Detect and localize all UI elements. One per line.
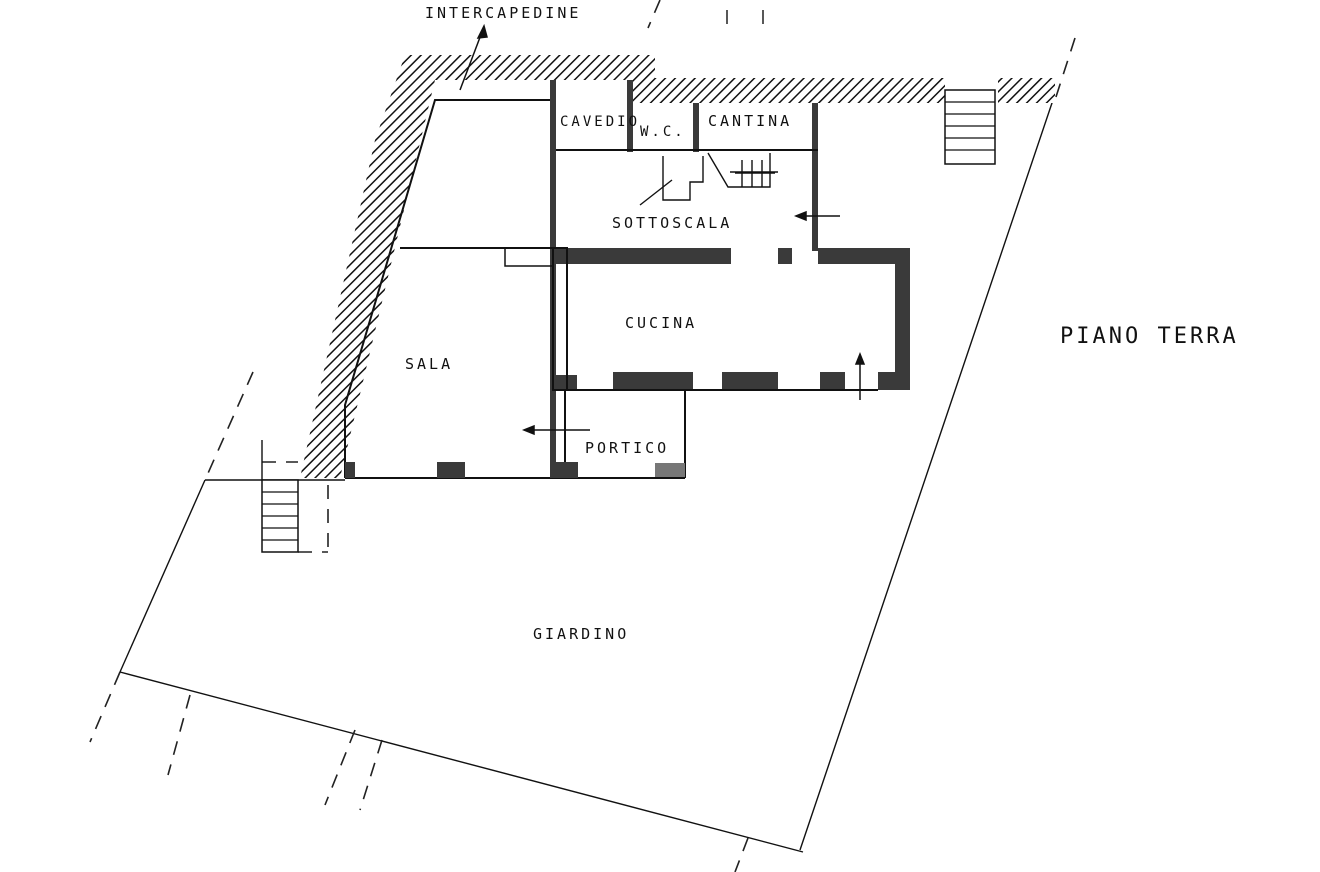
label-portico: PORTICO [585, 439, 669, 457]
label-wc: W.C. [640, 124, 686, 140]
walls [345, 80, 910, 479]
ventilation-arrows [459, 23, 866, 436]
label-sottoscala: SOTTOSCALA [612, 214, 732, 232]
retaining-wall [300, 55, 1055, 478]
plan-title: PIANO TERRA [1060, 324, 1239, 349]
label-giardino: GIARDINO [533, 625, 629, 643]
label-sala: SALA [405, 355, 453, 373]
label-cavedio: CAVEDIO [560, 114, 640, 130]
lot-boundary [89, 0, 1076, 872]
label-cucina: CUCINA [625, 314, 697, 332]
label-intercapedine: INTERCAPEDINE [425, 4, 581, 22]
label-cantina: CANTINA [708, 112, 792, 130]
exterior-stairs-right [944, 89, 996, 165]
intercapedine-wall [344, 99, 550, 478]
exterior-stairs-left [261, 440, 299, 553]
